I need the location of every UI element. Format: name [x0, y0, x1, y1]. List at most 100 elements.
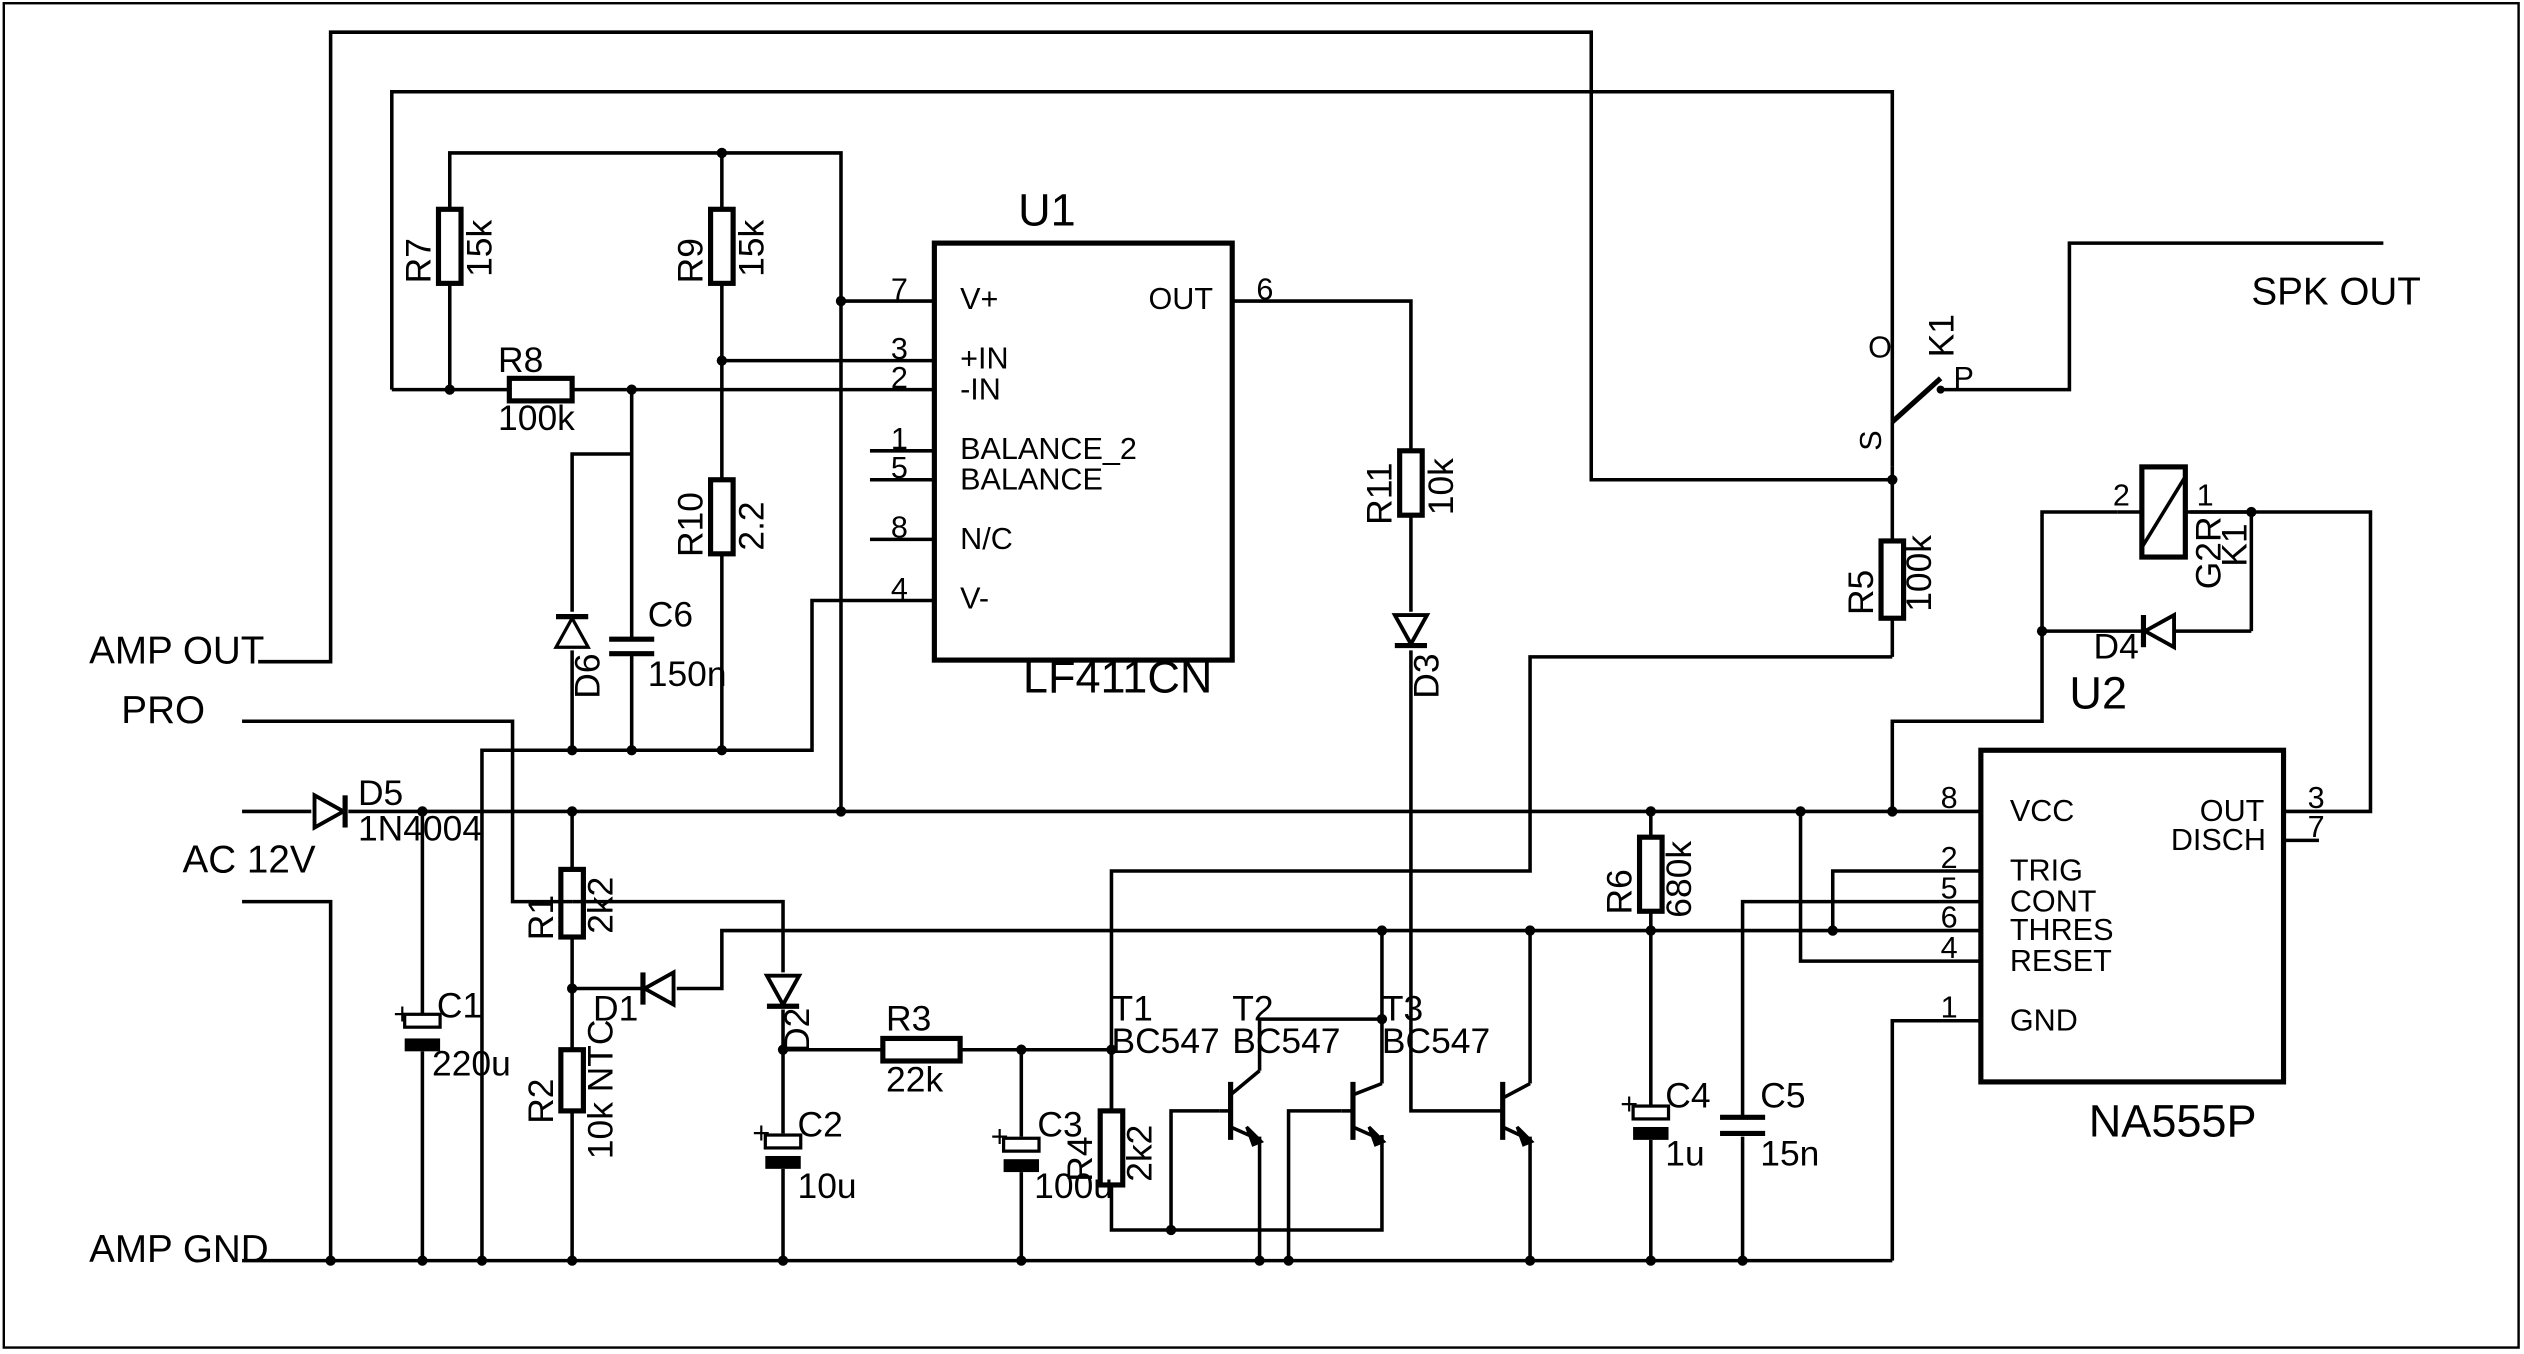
port-amp-out: AMP OUT	[89, 629, 264, 672]
r10-value: 2.2	[732, 501, 772, 550]
u2-part: NA555P	[2089, 1096, 2257, 1147]
r9-value: 15k	[732, 220, 772, 277]
resistor-r7: R7 15k	[398, 206, 500, 286]
u2-pin-3-name: OUT	[2200, 794, 2265, 828]
u1-pin-8-name: N/C	[960, 522, 1013, 556]
t2-part: BC547	[1232, 1021, 1340, 1061]
u2-pin-5-name: CONT	[2010, 884, 2097, 918]
resistor-r8: R8 100k	[498, 340, 575, 438]
resistor-r2: R2 10k NTC	[521, 1019, 621, 1159]
t3-ref: T3	[1382, 989, 1423, 1029]
t3-part: BC547	[1382, 1021, 1490, 1061]
u2-pin-2-name: TRIG	[2010, 854, 2083, 888]
relay-k1-contact: O P S K1	[1854, 314, 1974, 467]
c1-polarity: +	[393, 997, 411, 1031]
diode-d6: D6	[553, 614, 607, 699]
c4-polarity: +	[1620, 1087, 1638, 1121]
u1-pin-3-num: 3	[891, 332, 908, 366]
u2-pin-3-num: 3	[2308, 781, 2325, 815]
resistor-r10: R10 2.2	[671, 477, 772, 557]
u1-pin-6-num: 6	[1256, 272, 1273, 306]
resistor-r1: R1 2k2	[521, 866, 620, 940]
c6-value: 150n	[648, 654, 727, 694]
relay-coil-part: G2R	[2189, 516, 2229, 589]
capacitor-c3: + C3 100u	[991, 1105, 1113, 1206]
relay-contact-o: O	[1868, 330, 1892, 364]
u2-pin-6-name: THRES	[2010, 913, 2114, 947]
r6-value: 680k	[1659, 841, 1699, 918]
r2-ref: R2	[521, 1079, 561, 1124]
u1-pin-6-name: OUT	[1148, 282, 1213, 316]
u1-pin-8-num: 8	[891, 511, 908, 545]
u1-opamp: U1 LF411CN 7 V+ 3 +IN 2 -IN 1 BALANCE_2 …	[891, 184, 1273, 702]
relay-ref: K1	[1921, 314, 1961, 357]
resistor-r5: R5 100k	[1841, 535, 1939, 621]
d5-ref: D5	[358, 773, 403, 813]
wires	[242, 30, 2384, 1263]
c1-value: 220u	[432, 1043, 511, 1083]
u2-pin-1-name: GND	[2010, 1003, 2078, 1037]
c6-ref: C6	[648, 594, 693, 634]
r3-ref: R3	[886, 998, 931, 1038]
r5-ref: R5	[1841, 570, 1881, 615]
u2-pin-8-name: VCC	[2010, 794, 2075, 828]
u2-pin-2-num: 2	[1941, 841, 1958, 875]
u1-part: LF411CN	[1023, 651, 1213, 702]
c4-value: 1u	[1665, 1134, 1704, 1174]
transistor-output	[1500, 1081, 1535, 1147]
resistor-r6: R6 680k	[1599, 834, 1699, 918]
capacitor-c6: C6 150n	[609, 594, 727, 694]
resistor-r9: R9 15k	[671, 206, 772, 286]
diode-d5: D5 1N4004	[312, 773, 482, 848]
u1-pin-2-name: -IN	[960, 372, 1001, 406]
transistor-t3: T3 BC547	[1341, 989, 1490, 1147]
u1-pin-5-name: BALANCE	[960, 462, 1103, 496]
relay-contact-p: P	[1953, 361, 1973, 395]
u2-pin-6-num: 6	[1941, 900, 1958, 934]
u1-pin-4-num: 4	[891, 572, 908, 606]
u1-pin-4-name: V-	[960, 582, 989, 616]
u2-pin-7-name: DISCH	[2171, 823, 2266, 857]
u1-pin-1-num: 1	[891, 422, 908, 456]
relay-coil-pin2: 2	[2113, 479, 2130, 513]
u2-timer: U2 NA555P 8 VCC 2 TRIG 5 CONT 6 THRES 4 …	[1941, 667, 2325, 1146]
c3-ref: C3	[1037, 1105, 1082, 1145]
u2-pin-1-num: 1	[1941, 991, 1958, 1025]
u2-pin-7-num: 7	[2308, 810, 2325, 844]
capacitor-c1: + C1 220u	[393, 986, 510, 1084]
capacitor-c5: C5 15n	[1720, 1076, 1819, 1174]
resistor-r3: R3 22k	[880, 998, 963, 1100]
u1-pin-1-name: BALANCE_2	[960, 432, 1137, 466]
r7-value: 15k	[460, 220, 500, 277]
resistor-r11: R11 10k	[1360, 448, 1461, 525]
d4-ref: D4	[2094, 626, 2139, 666]
diode-d1: D1	[593, 969, 676, 1029]
d1-ref: D1	[593, 989, 638, 1029]
u2-pin-5-num: 5	[1941, 871, 1958, 905]
u1-pin-2-num: 2	[891, 361, 908, 395]
r4-value: 2k2	[1120, 1125, 1160, 1182]
r5-value: 100k	[1899, 535, 1939, 612]
c2-ref: C2	[798, 1105, 843, 1145]
relay-contact-s: S	[1854, 430, 1888, 450]
r2-value: 10k NTC	[580, 1019, 620, 1159]
c2-value: 10u	[798, 1166, 857, 1206]
diode-d4: D4	[2094, 611, 2176, 666]
r3-value: 22k	[886, 1060, 943, 1100]
r1-value: 2k2	[580, 877, 620, 934]
u1-ref: U1	[1018, 184, 1076, 235]
t1-part: BC547	[1111, 1021, 1219, 1061]
u1-pin-5-num: 5	[891, 451, 908, 485]
u2-pin-4-num: 4	[1941, 931, 1958, 965]
port-spk-out: SPK OUT	[2251, 270, 2421, 313]
relay-k1-coil: 2 1 G2R K1	[2113, 464, 2255, 589]
c3-value: 100u	[1034, 1166, 1113, 1206]
capacitor-c4: + C4 1u	[1620, 1076, 1710, 1174]
c4-ref: C4	[1665, 1076, 1710, 1116]
r10-ref: R10	[671, 492, 711, 557]
r1-ref: R1	[521, 895, 561, 940]
relay-coil-ref: K1	[2215, 523, 2255, 566]
u1-pin-7-num: 7	[891, 272, 908, 306]
